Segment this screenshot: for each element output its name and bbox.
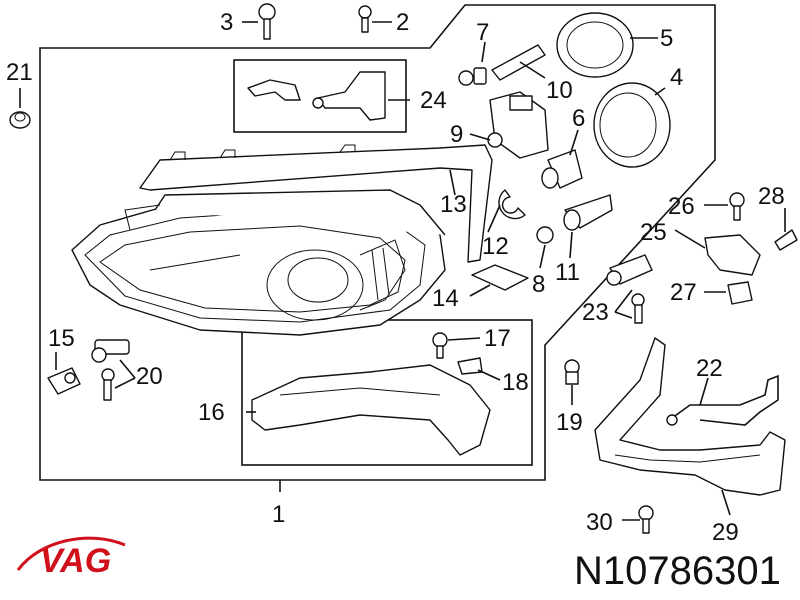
callout-20: 20 bbox=[136, 363, 163, 390]
callout-6: 6 bbox=[572, 105, 585, 132]
bulb-10 bbox=[491, 44, 546, 81]
callout-26: 26 bbox=[668, 193, 695, 220]
callout-14: 14 bbox=[432, 285, 459, 312]
part-number: N10786301 bbox=[574, 549, 781, 593]
callout-9: 9 bbox=[450, 121, 463, 148]
bulb-6 bbox=[541, 149, 583, 189]
clip-bracket bbox=[247, 71, 386, 121]
screw-2 bbox=[358, 5, 372, 33]
seal-strip bbox=[139, 144, 493, 263]
callout-25: 25 bbox=[640, 219, 667, 246]
clip-12 bbox=[498, 189, 526, 220]
wiring-22 bbox=[666, 374, 779, 426]
callout-27: 27 bbox=[670, 279, 697, 306]
vag-logo: VAG bbox=[16, 536, 126, 580]
screw-19 bbox=[564, 359, 580, 385]
bolt-28 bbox=[774, 229, 798, 251]
callout-11: 11 bbox=[555, 259, 580, 286]
bulb-11 bbox=[563, 194, 613, 231]
sensor-23 bbox=[606, 254, 653, 324]
callout-29: 29 bbox=[712, 519, 739, 546]
cap-5 bbox=[556, 12, 634, 78]
callout-8: 8 bbox=[532, 271, 545, 298]
callout-13: 13 bbox=[440, 191, 467, 218]
callout-3: 3 bbox=[220, 9, 233, 36]
callout-10: 10 bbox=[546, 77, 573, 104]
brand-name: VAG bbox=[40, 542, 111, 580]
leader-lines bbox=[19, 21, 786, 521]
bulb-socket-7 bbox=[458, 67, 487, 86]
callout-22: 22 bbox=[696, 355, 723, 382]
callout-15: 15 bbox=[48, 325, 75, 352]
callout-12: 12 bbox=[482, 233, 509, 260]
callout-2: 2 bbox=[396, 9, 409, 36]
bulb-8 bbox=[536, 226, 554, 244]
callout-28: 28 bbox=[758, 183, 785, 210]
callout-30: 30 bbox=[586, 509, 613, 536]
callout-24: 24 bbox=[420, 87, 447, 114]
clip-18 bbox=[457, 357, 483, 375]
screw-30 bbox=[638, 505, 654, 534]
bracket-16 bbox=[251, 364, 491, 456]
assembly-frame bbox=[39, 4, 716, 481]
carrier-29 bbox=[594, 337, 786, 496]
adjuster-screw-20 bbox=[91, 339, 130, 401]
callout-17: 17 bbox=[484, 325, 511, 352]
screw-3 bbox=[258, 3, 276, 40]
callout-1: 1 bbox=[272, 501, 285, 528]
headlight-assembly bbox=[71, 189, 446, 336]
gasket-14 bbox=[471, 264, 529, 291]
adjuster-15 bbox=[47, 367, 81, 395]
grommet-21 bbox=[9, 111, 31, 129]
callout-23: 23 bbox=[582, 299, 609, 326]
screw-17 bbox=[432, 332, 448, 359]
bracket-25 bbox=[704, 234, 761, 276]
screw-26 bbox=[729, 192, 745, 221]
clip-group-frame bbox=[233, 59, 407, 133]
callout-19: 19 bbox=[556, 409, 583, 436]
callout-4: 4 bbox=[670, 64, 683, 91]
cover-4 bbox=[593, 82, 671, 168]
leveling-motor-9 bbox=[487, 91, 549, 159]
callout-21: 21 bbox=[6, 59, 33, 86]
callout-5: 5 bbox=[660, 25, 673, 52]
callout-18: 18 bbox=[502, 369, 529, 396]
nut-27 bbox=[727, 281, 753, 305]
callout-7: 7 bbox=[476, 19, 489, 46]
callout-16: 16 bbox=[198, 399, 225, 426]
